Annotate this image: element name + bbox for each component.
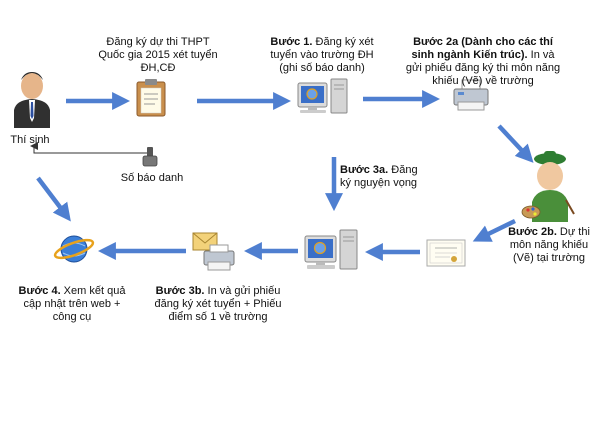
step3a-label: Bước 3a. Đăng ký nguyện vọng bbox=[340, 164, 418, 189]
artist-icon bbox=[521, 151, 575, 222]
clipboard-icon bbox=[136, 79, 166, 117]
certificate-icon bbox=[426, 239, 466, 267]
person-icon bbox=[14, 72, 50, 128]
arrow-step2a-to-step2b bbox=[497, 124, 534, 163]
step1-label: Bước 1. Đăng ký xét tuyển vào trường ĐH … bbox=[270, 36, 374, 74]
register-exam-label: Đăng ký dự thi THPT Quốc gia 2015 xét tu… bbox=[98, 36, 218, 74]
exam-number-label: Số báo danh bbox=[120, 172, 184, 184]
step3b-label: Bước 3b. In và gửi phiếu đăng ký xét tuy… bbox=[154, 285, 282, 323]
candidate-label: Thí sinh bbox=[10, 134, 50, 146]
step2a-label: Bước 2a (Dành cho các thí sinh ngành Kiế… bbox=[405, 36, 561, 87]
exam-number-connector bbox=[30, 142, 151, 163]
computer-icon bbox=[304, 229, 358, 270]
arrow-step2b-to-certificate bbox=[472, 218, 516, 242]
step4-label: Bước 4. Xem kết quả cập nhật trên web + … bbox=[18, 285, 126, 323]
step2b-label: Bước 2b. Dự thi môn năng khiếu (Vẽ) tại … bbox=[508, 226, 590, 264]
id-badge-icon bbox=[142, 147, 158, 167]
printer-icon bbox=[453, 79, 489, 111]
mail-printer-icon bbox=[192, 232, 235, 271]
computer-icon bbox=[297, 78, 348, 114]
arrow-candidate-to-step4 bbox=[36, 176, 71, 222]
globe-icon bbox=[53, 235, 95, 263]
